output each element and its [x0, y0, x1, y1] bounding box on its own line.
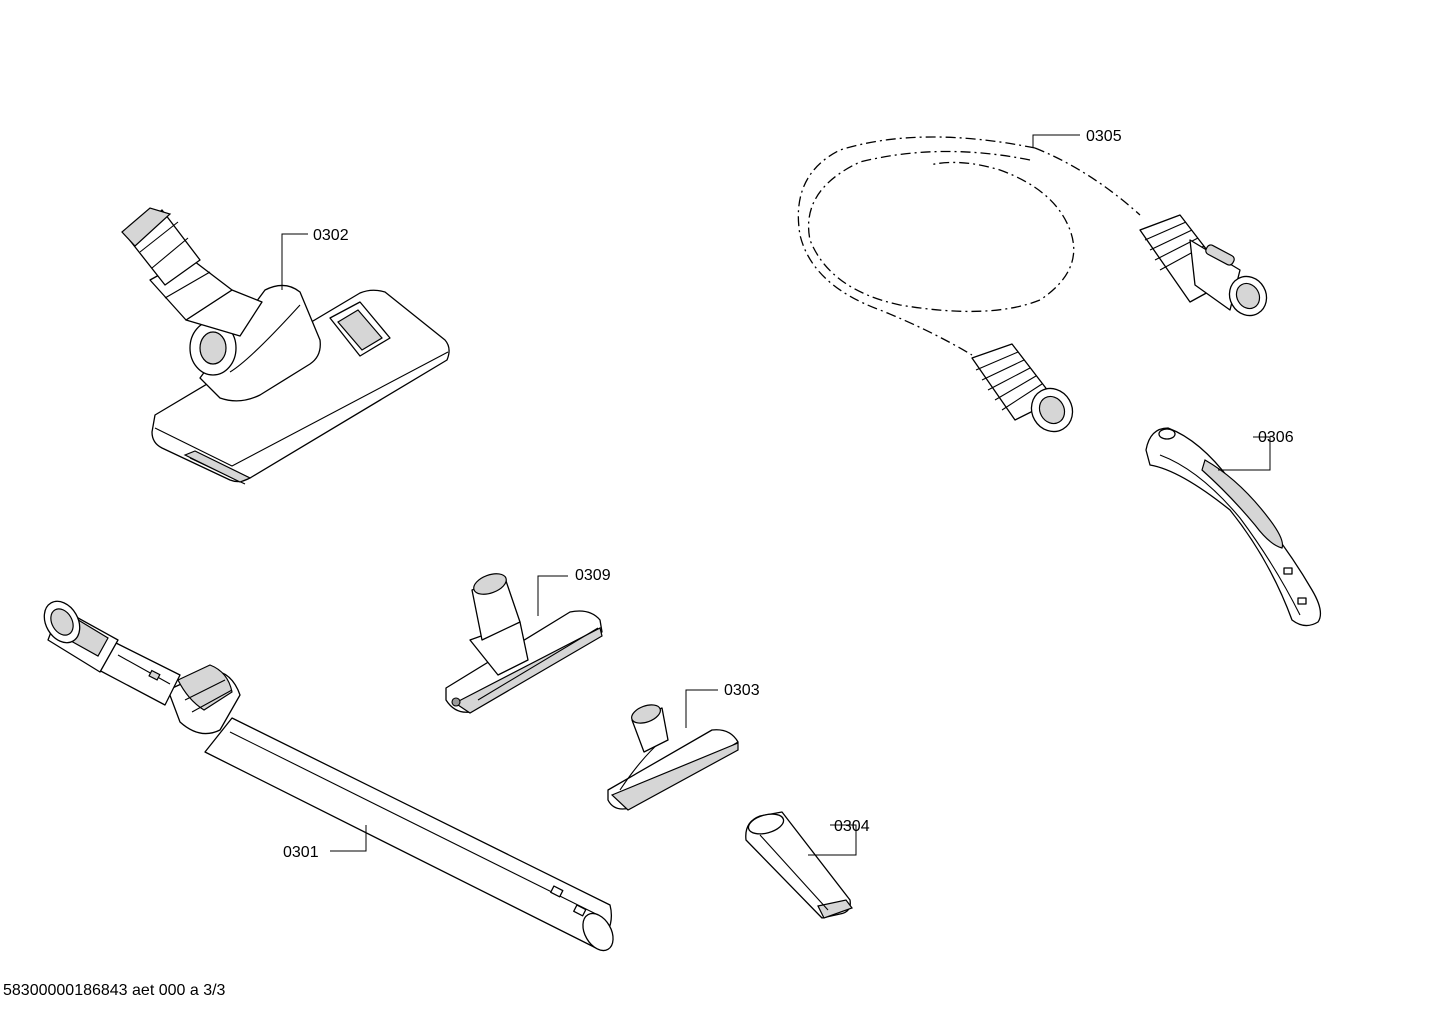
- leader-0302: [281, 233, 308, 290]
- document-footer-id: 58300000186843 aet 000 a 3/3: [3, 982, 226, 999]
- callout-0304: 0304: [834, 818, 870, 835]
- callout-0303: 0303: [724, 682, 760, 699]
- hose-handle-icon: [1145, 427, 1322, 627]
- leader-0306: [1218, 436, 1271, 471]
- leader-0305: [1032, 134, 1080, 148]
- leader-0304: [808, 824, 857, 856]
- callout-0306: 0306: [1258, 429, 1294, 446]
- leader-0301: [330, 825, 367, 852]
- leader-lines: [281, 134, 1271, 856]
- leader-0303: [685, 689, 718, 728]
- hard-floor-nozzle-icon: [445, 573, 603, 714]
- floor-nozzle-icon: [121, 207, 450, 485]
- suction-hose-icon: [797, 136, 1268, 433]
- callout-0309: 0309: [575, 567, 611, 584]
- callout-0301: 0301: [283, 844, 319, 861]
- crevice-nozzle-icon: [745, 811, 853, 919]
- telescopic-tube-icon: [43, 600, 614, 952]
- leader-0309: [537, 575, 568, 616]
- callout-0305: 0305: [1086, 128, 1122, 145]
- upholstery-nozzle-icon: [607, 704, 739, 811]
- callout-0302: 0302: [313, 227, 349, 244]
